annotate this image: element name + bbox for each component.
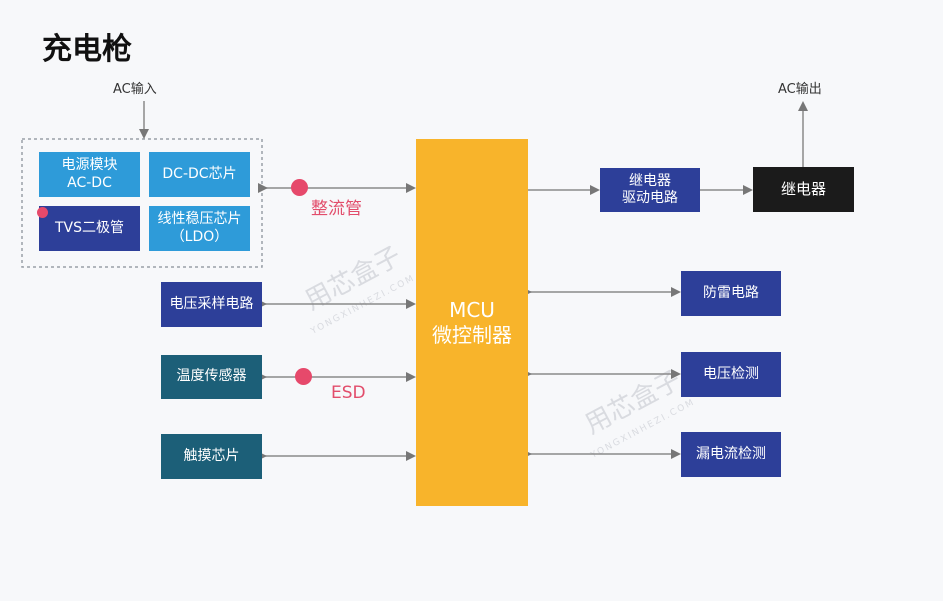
dcdc-chip-label: DC-DC芯片 — [162, 165, 237, 182]
rectifier-marker-dot — [291, 179, 308, 196]
temp-sensor-block: 温度传感器 — [161, 355, 262, 399]
power-group-border — [21, 138, 263, 268]
lightning-protection-block: 防雷电路 — [681, 271, 781, 316]
voltage-sampling-block: 电压采样电路 — [161, 282, 262, 327]
relay-label: 继电器 — [780, 180, 826, 199]
tvs-diode-block: TVS二极管 — [39, 206, 140, 251]
relay-driver-sublabel: 驱动电路 — [622, 190, 678, 206]
tvs-diode-label: TVS二极管 — [54, 219, 124, 236]
voltage-detect-block: 电压检测 — [681, 352, 781, 397]
voltage-detect-label: 电压检测 — [703, 365, 759, 382]
touch-chip-label: 触摸芯片 — [183, 447, 240, 464]
power-module-sublabel: AC-DC — [67, 174, 112, 191]
rectifier-annotation: 整流管 — [311, 199, 362, 219]
relay-driver-block: 继电器 驱动电路 — [600, 168, 700, 212]
ac-input-label: AC输入 — [113, 82, 157, 97]
relay-driver-label: 继电器 — [629, 172, 671, 189]
ldo-chip-label: 线性稳压芯片 — [157, 211, 242, 227]
ldo-chip-sublabel: （LDO） — [170, 228, 229, 245]
leakage-detect-label: 漏电流检测 — [696, 445, 766, 462]
ac-output-label: AC输出 — [778, 82, 822, 97]
voltage-sampling-label: 电压采样电路 — [169, 295, 254, 312]
lightning-protection-label: 防雷电路 — [703, 284, 759, 301]
mcu-label: MCU — [449, 297, 495, 322]
relay-block: 继电器 — [753, 167, 854, 212]
ldo-chip-block: 线性稳压芯片 （LDO） — [149, 206, 250, 251]
touch-chip-block: 触摸芯片 — [161, 434, 262, 479]
mcu-block: MCU 微控制器 — [416, 139, 528, 506]
esd-annotation: ESD — [331, 383, 366, 403]
power-module-label: 电源模块 — [61, 157, 118, 173]
page-title: 充电枪 — [42, 32, 132, 67]
esd-marker-dot — [295, 368, 312, 385]
tvs-marker-dot — [37, 207, 48, 218]
dcdc-chip-block: DC-DC芯片 — [149, 152, 250, 197]
power-module-block: 电源模块 AC-DC — [39, 152, 140, 197]
temp-sensor-label: 温度传感器 — [176, 368, 247, 385]
mcu-sublabel: 微控制器 — [432, 322, 512, 347]
leakage-detect-block: 漏电流检测 — [681, 432, 781, 477]
